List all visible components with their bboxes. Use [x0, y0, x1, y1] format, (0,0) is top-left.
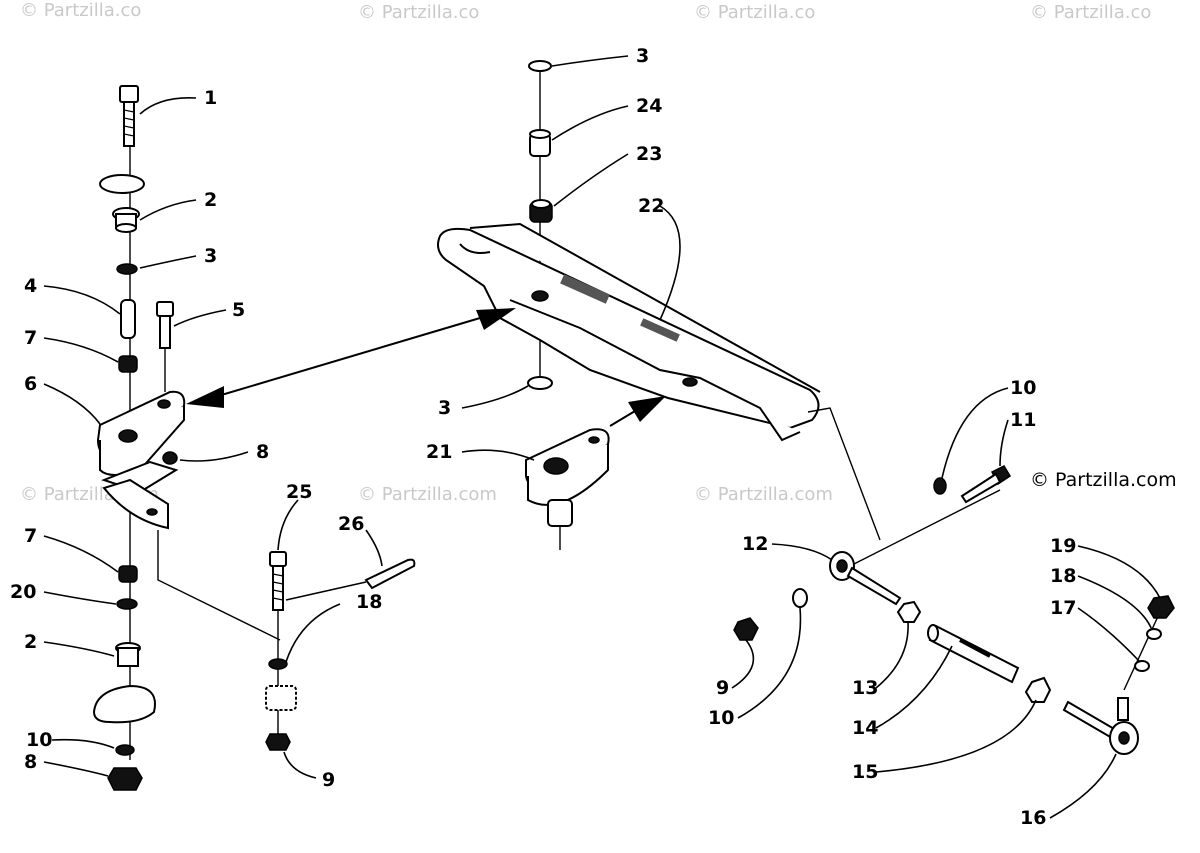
callout-label: 23	[636, 143, 662, 165]
watermark-text: © Partzilla.co	[358, 2, 479, 23]
watermarks: © Partzilla.co © Partzilla.co © Partzill…	[20, 0, 1151, 505]
leader-lines	[43, 55, 1161, 819]
nut-part	[107, 767, 143, 791]
nut-part	[733, 617, 759, 641]
washer-part	[1146, 628, 1162, 640]
nut-part	[265, 733, 291, 751]
washer-part	[116, 598, 138, 610]
callout-label: 24	[636, 95, 662, 117]
callout-label: 3	[438, 397, 451, 419]
bushing-part	[115, 642, 141, 667]
washer-part	[527, 376, 553, 390]
callout-label: 5	[232, 299, 245, 321]
callout-label: 13	[852, 677, 878, 699]
copyright-text: © Partzilla.com	[1030, 469, 1177, 491]
plate-part	[92, 684, 156, 724]
callout-label: 8	[24, 751, 37, 773]
washer-part	[1134, 660, 1150, 672]
washer-part	[933, 477, 947, 495]
bolt-part	[119, 85, 139, 147]
callout-label: 11	[1010, 409, 1036, 431]
callout-label: 18	[1050, 565, 1076, 587]
callout-label: 9	[716, 677, 729, 699]
spacer-part	[118, 565, 138, 583]
direction-arrows	[186, 308, 666, 427]
washer-part	[268, 658, 288, 670]
spacer-part	[265, 685, 297, 711]
callout-label: 8	[256, 441, 269, 463]
callout-label: 10	[1010, 377, 1036, 399]
callout-label: 9	[322, 769, 335, 791]
washer-part	[115, 744, 135, 756]
bracket-part	[96, 390, 186, 530]
sleeve-part	[120, 299, 136, 339]
plate-part	[99, 174, 145, 194]
nut-part	[1024, 676, 1052, 703]
callout-label: 3	[204, 245, 217, 267]
spacer-part	[118, 355, 138, 373]
left-mount-assembly	[92, 85, 281, 791]
watermark-text: © Partzilla.co	[20, 0, 141, 21]
nut-part	[896, 600, 922, 623]
callout-labels: 1 2 3 4 5 7 6 8 7 20 2 10 8 25 26 18 9 3…	[10, 45, 1076, 829]
callout-label: 6	[24, 373, 37, 395]
assembly-link-line	[157, 530, 281, 641]
rod-end-part	[829, 551, 902, 606]
callout-label: 2	[24, 631, 37, 653]
bushing-part	[529, 199, 553, 223]
callout-label: 17	[1050, 597, 1076, 619]
callout-label: 25	[286, 481, 312, 503]
callout-label: 4	[24, 275, 37, 297]
tube-part	[927, 624, 1020, 684]
callout-label: 7	[24, 327, 37, 349]
callout-label: 1	[204, 87, 217, 109]
watermark-text: © Partzilla.co	[694, 2, 815, 23]
washer-part	[116, 263, 138, 275]
bushing-part	[112, 207, 140, 233]
lower-bolt-assembly	[265, 551, 416, 751]
assembly-link-line	[807, 407, 881, 541]
sleeve-part	[529, 129, 551, 157]
callout-label: 7	[24, 525, 37, 547]
watermark-text: © Partzilla.com	[358, 484, 497, 505]
callout-label: 19	[1050, 535, 1076, 557]
callout-label: 20	[10, 581, 36, 603]
washer-part	[792, 588, 808, 608]
swing-arm-part	[437, 222, 821, 442]
callout-label: 16	[1020, 807, 1046, 829]
watermark-text: © Partzilla.co	[1030, 2, 1151, 23]
watermark-text: © Partzilla.com	[694, 484, 833, 505]
washer-part	[528, 60, 552, 72]
callout-label: 10	[26, 729, 52, 751]
callout-label: 22	[638, 195, 664, 217]
callout-label: 10	[708, 707, 734, 729]
callout-label: 15	[852, 761, 878, 783]
cotter-pin-part	[364, 558, 416, 590]
tie-rod-assembly	[733, 407, 1175, 755]
callout-label: 12	[742, 533, 768, 555]
bolt-part	[960, 465, 1012, 504]
callout-label: 26	[338, 513, 364, 535]
callout-label: 3	[636, 45, 649, 67]
callout-label: 2	[204, 189, 217, 211]
center-stack	[527, 60, 553, 390]
nut-part	[1147, 595, 1175, 619]
bolt-part	[156, 301, 174, 349]
rod-end-part	[1062, 697, 1139, 755]
callout-label: 18	[356, 591, 382, 613]
center-mount-part	[525, 428, 610, 550]
callout-label: 14	[852, 717, 878, 739]
callout-label: 21	[426, 441, 452, 463]
